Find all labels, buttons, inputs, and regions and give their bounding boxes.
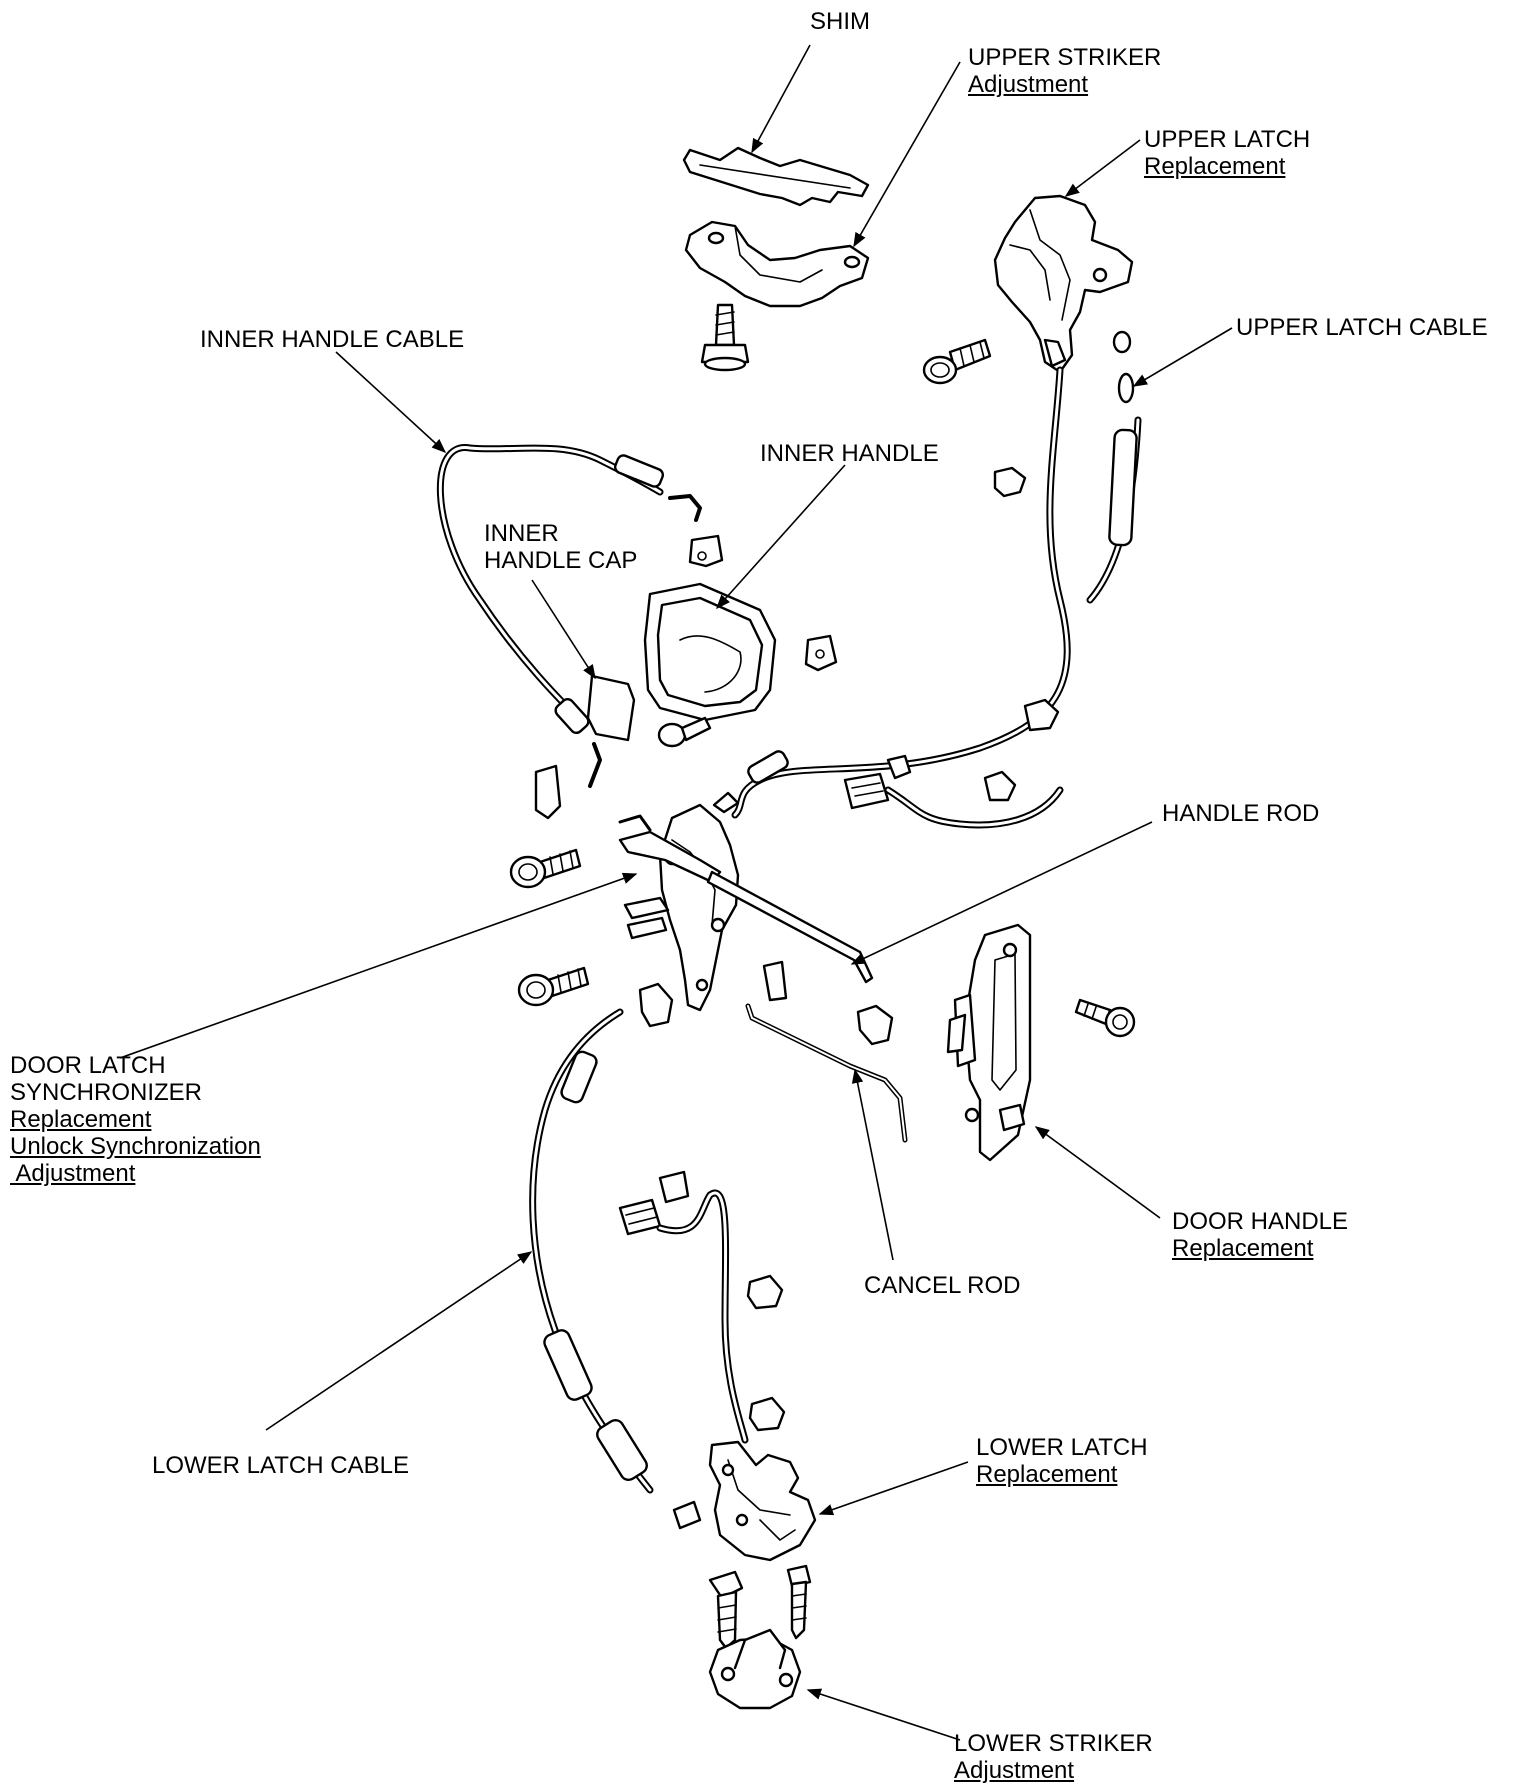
shim-part <box>682 146 870 207</box>
leader-shim <box>751 44 811 154</box>
link-lower-latch-replacement[interactable]: Replacement <box>976 1461 1118 1488</box>
label-upper-striker-title: UPPER STRIKER <box>968 44 1162 71</box>
lower-cable-clip <box>746 1274 786 1432</box>
lower-striker-part <box>708 1628 802 1710</box>
label-lower-striker-title: LOWER STRIKER <box>954 1730 1153 1757</box>
inner-handle-clip <box>804 634 838 672</box>
leader-upper-latch <box>1064 139 1141 197</box>
label-inner-handle-title: INNER HANDLE <box>760 440 939 467</box>
lower-latch-screws <box>708 1564 812 1650</box>
cancel-rod-part <box>745 1003 908 1143</box>
lower-latch-part <box>708 1440 817 1562</box>
leader-inner-handle <box>716 464 846 610</box>
link-upper-striker-adjustment[interactable]: Adjustment <box>968 71 1089 98</box>
leader-cancel-rod <box>851 1068 894 1261</box>
upper-latch-bolt <box>922 338 992 385</box>
leader-inner-handle-cable <box>335 351 447 453</box>
upper-latch-cable <box>731 330 1142 819</box>
link-unlock-synchronization[interactable]: Unlock Synchronization <box>10 1133 261 1160</box>
leader-lower-latch <box>818 1461 969 1516</box>
leader-inner-handle-cap <box>531 579 596 680</box>
link-unlock-synchronization-adjustment[interactable]: Adjustment <box>10 1160 136 1187</box>
door-handle-bolt <box>1074 998 1136 1038</box>
synchronizer-bolt-lower <box>517 966 590 1007</box>
lower-connector <box>618 1170 749 1444</box>
label-cancel-rod-title: CANCEL ROD <box>864 1272 1021 1299</box>
label-handle-rod: HANDLE ROD <box>1162 800 1319 827</box>
upper-latch-part <box>993 194 1134 374</box>
rod-clip-left <box>534 764 562 820</box>
label-cancel-rod: CANCEL ROD <box>864 1272 1020 1299</box>
label-lower-latch-cable: LOWER LATCH CABLE <box>152 1452 409 1479</box>
label-door-handle: DOOR HANDLE Replacement <box>1172 1208 1348 1262</box>
label-upper-latch: UPPER LATCH Replacement <box>1144 126 1310 180</box>
leader-door-latch-synchronizer <box>119 872 638 1059</box>
label-upper-latch-title: UPPER LATCH <box>1144 126 1311 153</box>
rod-clip <box>638 960 894 1046</box>
synchronizer-bolt-upper <box>509 848 582 889</box>
handle-cable-clip <box>688 534 724 568</box>
label-inner-handle-cap-line2: HANDLE CAP <box>484 547 638 574</box>
link-upper-latch-replacement[interactable]: Replacement <box>1144 153 1286 180</box>
link-synchronizer-replacement[interactable]: Replacement <box>10 1106 152 1133</box>
handle-cable-end <box>712 750 789 814</box>
inner-handle-cap-part <box>586 674 636 742</box>
label-handle-rod-title: HANDLE ROD <box>1162 800 1320 827</box>
upper-connector <box>843 772 1064 829</box>
label-lower-latch: LOWER LATCH Replacement <box>976 1434 1148 1488</box>
label-inner-handle-cap: INNER HANDLE CAP <box>484 520 637 574</box>
label-lower-striker: LOWER STRIKER Adjustment <box>954 1730 1153 1784</box>
label-door-latch-synchronizer: DOOR LATCH SYNCHRONIZER Replacement Unlo… <box>10 1052 261 1187</box>
upper-striker-bolt <box>700 303 750 372</box>
link-lower-striker-adjustment[interactable]: Adjustment <box>954 1757 1075 1784</box>
door-latch-synchronizer-part <box>618 803 874 1012</box>
lower-latch-cable-part <box>529 1008 702 1530</box>
link-door-handle-replacement[interactable]: Replacement <box>1172 1235 1314 1262</box>
inner-handle-screw <box>657 716 712 748</box>
label-shim: SHIM <box>810 8 870 35</box>
label-lower-latch-cable-title: LOWER LATCH CABLE <box>152 1452 409 1479</box>
leader-door-handle <box>1034 1126 1161 1219</box>
upper-striker-part <box>684 220 870 308</box>
label-inner-handle-cable: INNER HANDLE CABLE <box>200 326 464 353</box>
label-synchronizer-line2: SYNCHRONIZER <box>10 1079 203 1106</box>
inner-handle-cable <box>436 444 702 788</box>
leader-lines <box>119 44 1233 1741</box>
label-upper-striker: UPPER STRIKER Adjustment <box>968 44 1161 98</box>
inner-handle-part <box>643 582 777 722</box>
label-inner-handle: INNER HANDLE <box>760 440 939 467</box>
label-lower-latch-title: LOWER LATCH <box>976 1434 1148 1461</box>
label-door-handle-title: DOOR HANDLE <box>1172 1208 1349 1235</box>
label-upper-latch-cable-title: UPPER LATCH CABLE <box>1236 314 1488 341</box>
label-inner-handle-cable-title: INNER HANDLE CABLE <box>200 326 465 353</box>
leader-upper-latch-cable <box>1132 327 1233 387</box>
door-handle-part <box>946 923 1032 1162</box>
label-shim-line: SHIM <box>810 8 870 35</box>
leader-upper-striker <box>853 61 961 248</box>
leader-lower-latch-cable <box>265 1251 533 1431</box>
label-synchronizer-line1: DOOR LATCH <box>10 1052 166 1079</box>
label-upper-latch-cable: UPPER LATCH CABLE <box>1236 314 1488 341</box>
leader-lower-striker <box>806 1688 961 1741</box>
leader-handle-rod <box>850 821 1153 965</box>
cable-clip <box>886 466 1060 802</box>
label-inner-handle-cap-line1: INNER <box>484 520 559 547</box>
